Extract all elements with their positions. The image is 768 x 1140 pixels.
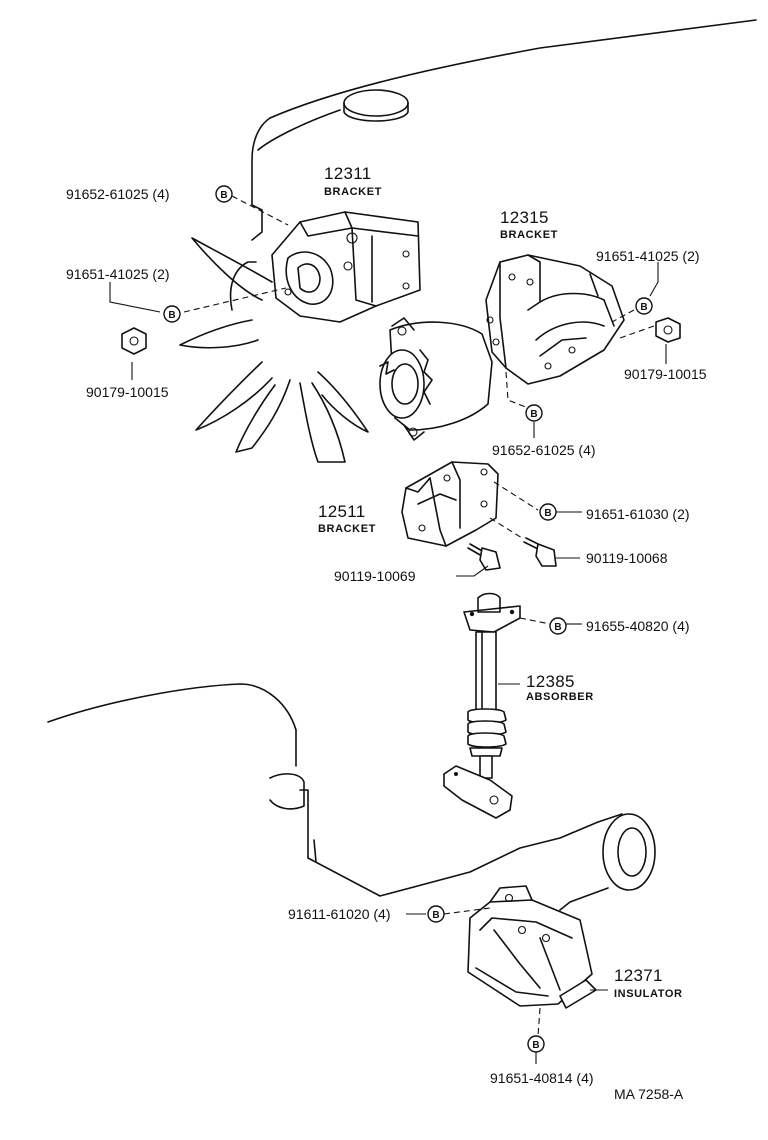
svg-text:B: B	[530, 409, 537, 420]
svg-text:B: B	[432, 910, 439, 921]
bracket-12315-name: BRACKET	[500, 229, 558, 241]
fan-illustration	[179, 237, 369, 463]
leader-lines	[109, 195, 667, 1064]
figure-code: MA 7258-A	[614, 1086, 684, 1102]
bolt-symbol-markers: B B B B B B B B	[163, 185, 653, 1053]
bracket-12511-number: 12511	[318, 502, 366, 521]
bolt-90119-10068-illustration	[523, 537, 557, 567]
part-number-label: 91651-40814 (4)	[490, 1070, 594, 1086]
bracket-12311-illustration	[271, 211, 421, 323]
bracket-12315-illustration	[485, 254, 625, 385]
part-number-label: 91611-61020 (4)	[288, 906, 391, 922]
svg-text:B: B	[220, 190, 227, 201]
bracket-12511-name: BRACKET	[318, 523, 376, 535]
svg-text:B: B	[168, 310, 175, 321]
nut-90179-10015-right	[655, 317, 681, 343]
bolt-90119-10069-illustration	[467, 543, 501, 571]
svg-text:B: B	[544, 508, 551, 519]
part-number-label: 91651-41025 (2)	[66, 266, 170, 282]
part-number-label: 91655-40820 (4)	[586, 618, 690, 634]
part-number-label: 90179-10015	[86, 384, 169, 400]
svg-text:B: B	[554, 622, 561, 633]
b-marker-3: B	[635, 297, 653, 315]
part-number-label: 91651-41025 (2)	[596, 248, 700, 264]
insulator-12371-illustration	[467, 885, 597, 1009]
alternator-illustration	[379, 317, 493, 441]
b-marker-5: B	[539, 503, 557, 521]
bracket-12311-name: BRACKET	[324, 186, 382, 198]
part-number-label: 91652-61025 (4)	[492, 442, 596, 458]
engine-block-outline	[251, 19, 757, 241]
b-marker-6: B	[549, 617, 567, 635]
bracket-12315-number: 12315	[500, 208, 549, 227]
part-number-label: 90119-10068	[586, 550, 668, 566]
absorber-12385-illustration	[443, 592, 521, 819]
transmission-outline	[47, 683, 656, 911]
absorber-12385-name: ABSORBER	[526, 691, 594, 703]
bracket-12311-number: 12311	[324, 164, 372, 183]
b-marker-4: B	[525, 404, 543, 422]
absorber-12385-number: 12385	[526, 672, 575, 691]
nut-90179-10015-left	[121, 327, 147, 355]
part-number-label: 90119-10069	[334, 568, 416, 584]
insulator-12371-number: 12371	[614, 966, 663, 985]
part-number-label: 91651-61030 (2)	[586, 506, 690, 522]
b-marker-7: B	[427, 905, 445, 923]
b-marker-1: B	[215, 185, 233, 203]
bracket-12511-illustration	[401, 461, 499, 547]
svg-text:B: B	[640, 302, 647, 313]
svg-text:B: B	[532, 1040, 539, 1051]
b-marker-2: B	[163, 305, 181, 323]
b-marker-8: B	[527, 1035, 545, 1053]
part-number-label: 90179-10015	[624, 366, 707, 382]
insulator-12371-name: INSULATOR	[614, 988, 683, 1000]
part-number-label: 91652-61025 (4)	[66, 186, 170, 202]
